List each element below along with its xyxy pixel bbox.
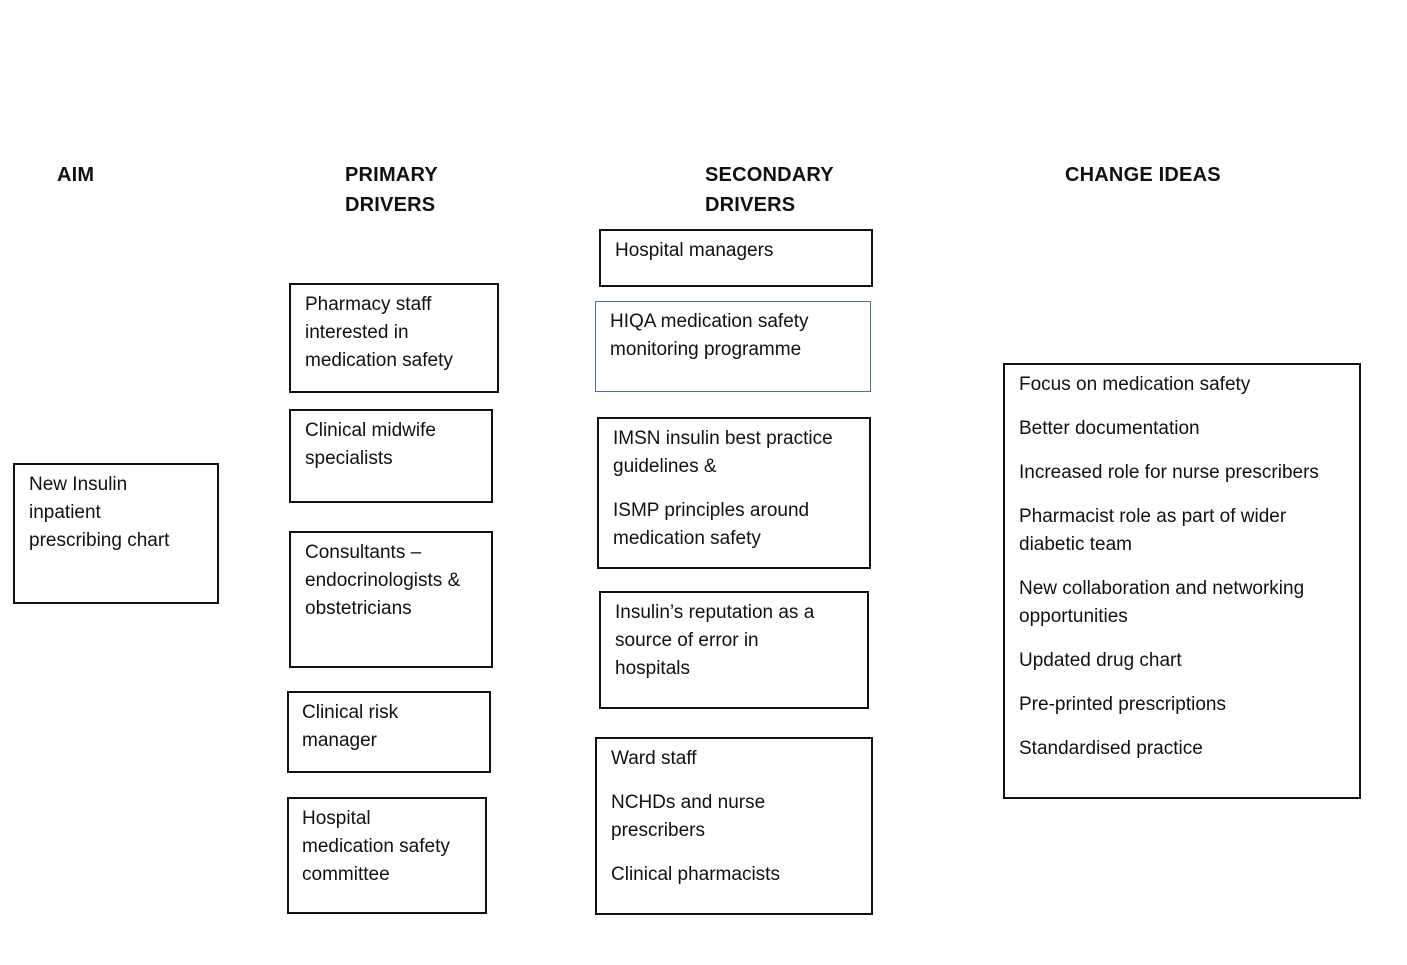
secondary-heading-line-1: SECONDARY xyxy=(705,164,834,186)
primary-driver-line: medication safety xyxy=(302,836,450,857)
primary-driver-box: Clinical risk manager xyxy=(287,691,491,773)
primary-driver-line: specialists xyxy=(305,448,393,469)
change-ideas-heading: CHANGE IDEAS xyxy=(1065,160,1221,190)
secondary-heading-line-2: DRIVERS xyxy=(705,194,796,216)
aim-line: prescribing chart xyxy=(29,530,170,551)
change-idea-line: diabetic team xyxy=(1019,534,1133,555)
secondary-driver-box: HIQA medication safety monitoring progra… xyxy=(595,301,871,392)
secondary-driver-box: Insulin’s reputation as a source of erro… xyxy=(599,591,869,709)
secondary-driver-box: IMSN insulin best practice guidelines & … xyxy=(597,417,871,569)
change-idea-item: Standardised practice xyxy=(1019,738,1203,759)
secondary-driver-line: HIQA medication safety xyxy=(610,311,809,332)
aim-heading: AIM xyxy=(57,160,94,190)
secondary-driver-box: Ward staff NCHDs and nurse prescribers C… xyxy=(595,737,873,915)
change-idea-item: Pharmacist role as part of wider diabeti… xyxy=(1019,503,1345,559)
primary-driver-box: Hospital medication safety committee xyxy=(287,797,487,914)
primary-driver-line: Pharmacy staff xyxy=(305,294,432,315)
primary-heading-line-1: PRIMARY xyxy=(345,164,438,186)
secondary-driver-line: Insulin’s reputation as a xyxy=(615,602,815,623)
primary-driver-line: Consultants – xyxy=(305,542,422,563)
aim-line: New Insulin xyxy=(29,474,128,495)
change-idea-item: Focus on medication safety xyxy=(1019,374,1251,395)
secondary-driver-box: Hospital managers xyxy=(599,229,873,287)
primary-driver-line: Clinical midwife xyxy=(305,420,436,441)
secondary-driver-line: hospitals xyxy=(615,658,690,679)
primary-driver-line: Clinical risk xyxy=(302,702,399,723)
primary-driver-line: Hospital xyxy=(302,808,371,829)
primary-driver-line: interested in xyxy=(305,322,409,343)
secondary-driver-line: NCHDs and nurse xyxy=(611,792,766,813)
primary-driver-box: Clinical midwife specialists xyxy=(289,409,493,503)
change-idea-item: Better documentation xyxy=(1019,418,1200,439)
primary-driver-line: endocrinologists & xyxy=(305,570,461,591)
aim-line: inpatient xyxy=(29,502,101,523)
secondary-driver-line: prescribers xyxy=(611,820,705,841)
primary-driver-line: medication safety xyxy=(305,350,453,371)
change-ideas-box: Focus on medication safety Better docume… xyxy=(1003,363,1361,799)
primary-driver-box: Consultants – endocrinologists & obstetr… xyxy=(289,531,493,668)
secondary-driver-line: monitoring programme xyxy=(610,339,802,360)
secondary-driver-line: ISMP principles around xyxy=(613,500,810,521)
secondary-driver-line: guidelines & xyxy=(613,456,717,477)
primary-driver-line: committee xyxy=(302,864,390,885)
change-idea-line: Pharmacist role as part of wider xyxy=(1019,506,1287,527)
secondary-driver-line: Clinical pharmacists xyxy=(611,864,780,885)
change-idea-item: Increased role for nurse prescribers xyxy=(1019,462,1319,483)
change-idea-item: New collaboration and networking opportu… xyxy=(1019,575,1345,631)
secondary-drivers-heading: SECONDARY DRIVERS xyxy=(705,160,834,220)
change-idea-line: opportunities xyxy=(1019,606,1128,627)
change-idea-item: Updated drug chart xyxy=(1019,650,1182,671)
primary-driver-line: manager xyxy=(302,730,377,751)
secondary-driver-line: Ward staff xyxy=(611,748,697,769)
secondary-driver-line: Hospital managers xyxy=(615,240,774,261)
secondary-driver-line: medication safety xyxy=(613,528,761,549)
primary-driver-line: obstetricians xyxy=(305,598,412,619)
secondary-driver-line: IMSN insulin best practice xyxy=(613,428,833,449)
change-idea-line: New collaboration and networking xyxy=(1019,578,1305,599)
secondary-driver-line: source of error in xyxy=(615,630,759,651)
primary-driver-box: Pharmacy staff interested in medication … xyxy=(289,283,499,393)
primary-drivers-heading: PRIMARY DRIVERS xyxy=(345,160,438,220)
change-idea-item: Pre-printed prescriptions xyxy=(1019,694,1226,715)
primary-heading-line-2: DRIVERS xyxy=(345,194,436,216)
aim-heading-text: AIM xyxy=(57,164,95,186)
aim-box: New Insulin inpatient prescribing chart xyxy=(13,463,219,604)
change-heading-text: CHANGE IDEAS xyxy=(1065,164,1221,186)
